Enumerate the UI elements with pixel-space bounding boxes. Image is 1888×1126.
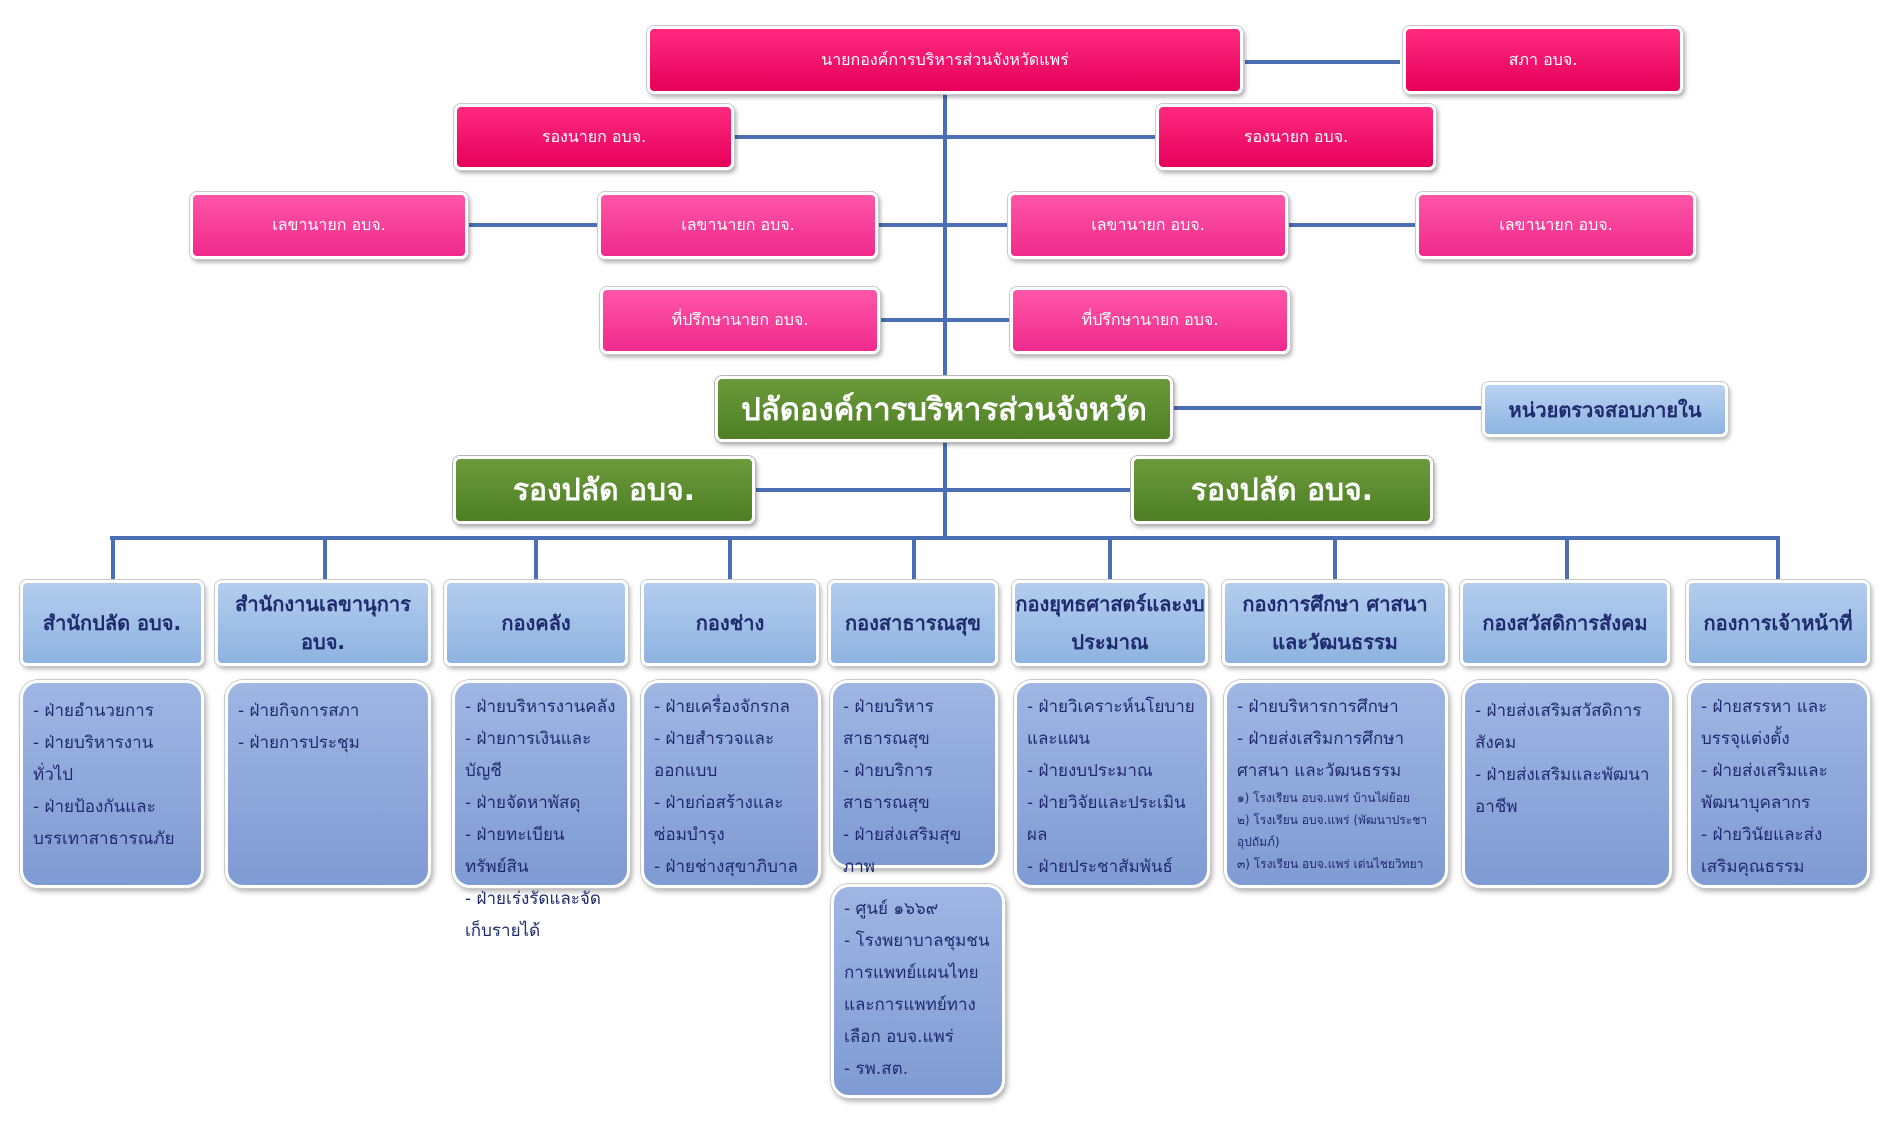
department-header: กองสาธารณสุข — [828, 580, 998, 666]
unit-item: - ฝ่ายก่อสร้างและซ่อมบำรุง — [654, 793, 784, 845]
unit-item: - ฝ่ายช่างสุขาภิบาล — [654, 857, 798, 877]
unit-item: - ฝ่ายงบประมาณ — [1027, 761, 1153, 781]
advisor-box: ที่ปรึกษานายก อบจ. — [1010, 287, 1290, 354]
department-units: - ฝ่ายส่งเสริมสวัสดิการสังคม - ฝ่ายส่งเส… — [1462, 680, 1672, 888]
internal-audit-box: หน่วยตรวจสอบภายใน — [1482, 382, 1728, 437]
mayor-box: นายกองค์การบริหารส่วนจังหวัดแพร่ — [647, 26, 1243, 94]
unit-item: - ฝ่ายวินัยและส่งเสริมคุณธรรม — [1701, 825, 1823, 877]
department-header: กองยุทธศาสตร์และงบประมาณ — [1012, 580, 1208, 666]
unit-item: - ฝ่ายวิจัยและประเมินผล — [1027, 793, 1186, 845]
department-header: กองช่าง — [641, 580, 819, 666]
unit-item: - ศูนย์ ๑๖๖๙ — [844, 899, 939, 919]
deputy-chief-admin-box: รองปลัด อบจ. — [453, 456, 755, 524]
unit-item: - ฝ่ายเครื่องจักรกล — [654, 697, 790, 717]
department-units: - ฝ่ายอำนวยการ - ฝ่ายบริหารงานทั่วไป - ฝ… — [20, 680, 204, 888]
unit-item: - ฝ่ายประชาสัมพันธ์ — [1027, 857, 1173, 877]
secretary-box: เลขานายก อบจ. — [190, 192, 468, 259]
deputy-chief-admin-box: รองปลัด อบจ. — [1131, 456, 1433, 524]
unit-item: - โรงพยาบาลชุมชนการแพทย์แผนไทยและการแพทย… — [844, 931, 990, 1047]
department-units: - ฝ่ายวิเคราะห์นโยบายและแผน - ฝ่ายงบประม… — [1014, 680, 1210, 888]
unit-item: - ฝ่ายบริหารสาธารณสุข — [843, 697, 934, 749]
health-extra-units: - ศูนย์ ๑๖๖๙ - โรงพยาบาลชุมชนการแพทย์แผน… — [831, 884, 1005, 1098]
unit-item: - ฝ่ายสำรวจและออกแบบ — [654, 729, 775, 781]
department-units: - ฝ่ายบริหารงานคลัง - ฝ่ายการเงินและบัญช… — [452, 680, 630, 941]
department-header: กองการเจ้าหน้าที่ — [1686, 580, 1870, 666]
chief-admin-box: ปลัดองค์การบริหารส่วนจังหวัด — [715, 376, 1173, 442]
unit-item: - ฝ่ายบริหารการศึกษา — [1237, 697, 1399, 717]
unit-item: - ฝ่ายกิจการสภา — [238, 701, 360, 721]
unit-item: - ฝ่ายการประชุม — [238, 733, 360, 753]
school-item: ๑) โรงเรียน อบจ.แพร่ บ้านไผ่ย้อย — [1237, 791, 1410, 805]
unit-item: - ฝ่ายส่งเสริมสวัสดิการสังคม — [1475, 701, 1642, 753]
unit-item: - ฝ่ายการเงินและบัญชี — [465, 729, 592, 781]
unit-item: - ฝ่ายบริหารงานทั่วไป — [33, 733, 154, 785]
unit-item: - ฝ่ายบริการสาธารณสุข — [843, 761, 933, 813]
unit-item: - รพ.สต. — [844, 1059, 909, 1079]
secretary-box: เลขานายก อบจ. — [598, 192, 878, 259]
deputy-mayor-box: รองนายก อบจ. — [454, 104, 734, 170]
unit-item: - ฝ่ายบริหารงานคลัง — [465, 697, 616, 717]
department-units: - ฝ่ายกิจการสภา - ฝ่ายการประชุม — [225, 680, 431, 888]
department-header: สำนักงานเลขานุการ อบจ. — [215, 580, 431, 666]
advisor-box: ที่ปรึกษานายก อบจ. — [600, 287, 880, 354]
unit-item: - ฝ่ายส่งเสริมและพัฒนาอาชีพ — [1475, 765, 1650, 817]
unit-item: - ฝ่ายเร่งรัดและจัดเก็บรายได้ — [465, 889, 601, 941]
department-units: - ฝ่ายสรรหา และบรรจุแต่งตั้ง - ฝ่ายส่งเส… — [1688, 680, 1870, 888]
department-header: กองการศึกษา ศาสนา และวัฒนธรรม — [1222, 580, 1448, 666]
council-box: สภา อบจ. — [1403, 26, 1683, 94]
school-item: ๓) โรงเรียน อบจ.แพร่ เด่นไชยวิทยา — [1237, 857, 1424, 871]
secretary-box: เลขานายก อบจ. — [1416, 192, 1696, 259]
department-header: สำนักปลัด อบจ. — [20, 580, 204, 666]
unit-item: - ฝ่ายส่งเสริมสุขภาพ — [843, 825, 962, 877]
unit-item: - ฝ่ายส่งเสริมและพัฒนาบุคลากร — [1701, 761, 1828, 813]
unit-item: - ฝ่ายทะเบียนทรัพย์สิน — [465, 825, 565, 877]
unit-item: - ฝ่ายป้องกันและบรรเทาสาธารณภัย — [33, 797, 175, 849]
school-item: ๒) โรงเรียน อบจ.แพร่ (พัฒนาประชาอุปถัมภ์… — [1237, 813, 1428, 849]
secretary-box: เลขานายก อบจ. — [1008, 192, 1288, 259]
unit-item: - ฝ่ายสรรหา และบรรจุแต่งตั้ง — [1701, 697, 1828, 749]
department-header: กองสวัสดิการสังคม — [1460, 580, 1670, 666]
department-units: - ฝ่ายบริหารสาธารณสุข - ฝ่ายบริการสาธารณ… — [830, 680, 998, 877]
department-units: - ฝ่ายบริหารการศึกษา - ฝ่ายส่งเสริมการศึ… — [1224, 680, 1448, 888]
unit-item: - ฝ่ายส่งเสริมการศึกษา ศาสนา และวัฒนธรรม — [1237, 729, 1405, 781]
department-units: - ฝ่ายเครื่องจักรกล - ฝ่ายสำรวจและออกแบบ… — [641, 680, 821, 888]
unit-item: - ฝ่ายจัดหาพัสดุ — [465, 793, 581, 813]
department-header: กองคลัง — [444, 580, 628, 666]
unit-item: - ฝ่ายวิเคราะห์นโยบายและแผน — [1027, 697, 1195, 749]
deputy-mayor-box: รองนายก อบจ. — [1156, 104, 1436, 170]
unit-item: - ฝ่ายอำนวยการ — [33, 701, 154, 721]
